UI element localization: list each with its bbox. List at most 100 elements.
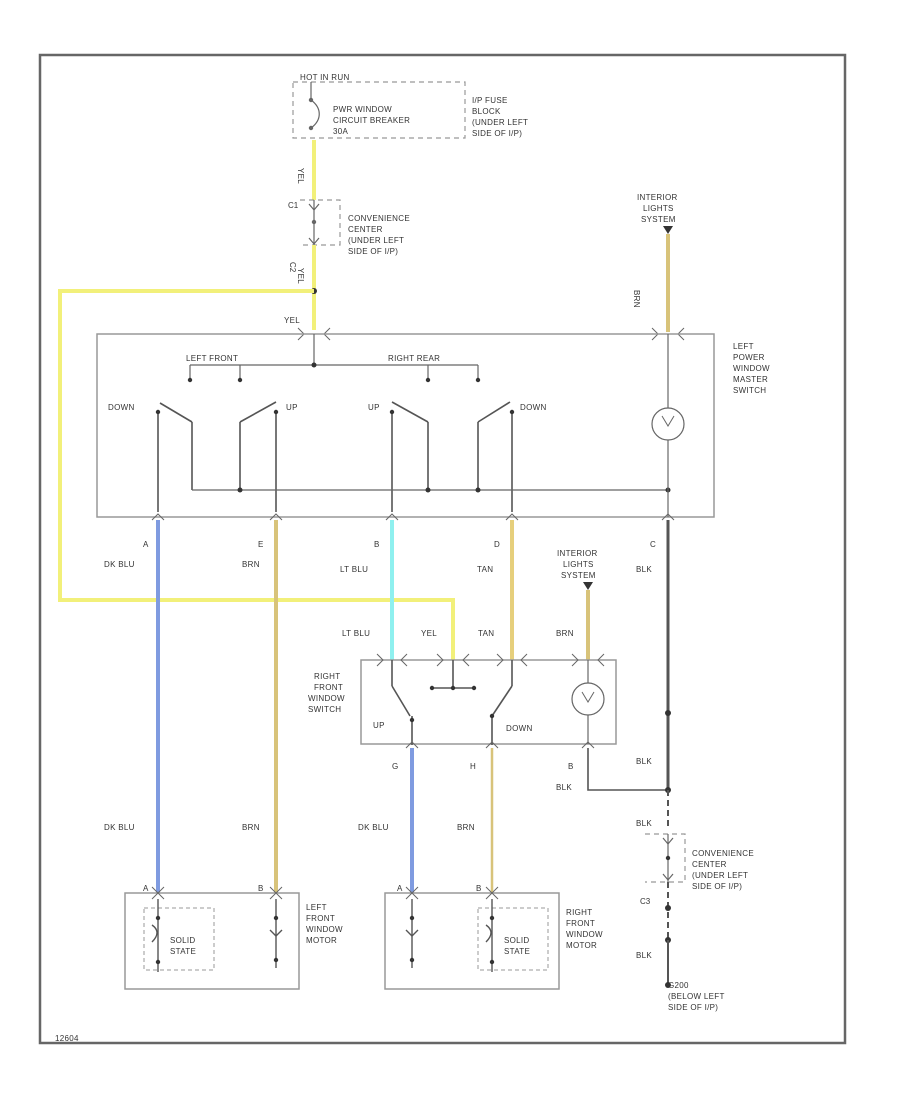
blk-r2-label: BLK — [636, 757, 652, 766]
blk-r4-label: BLK — [636, 951, 652, 960]
wire-brn-lower-label: BRN — [242, 823, 260, 832]
diagram-frame — [38, 53, 847, 1045]
g200-label-2: (BELOW LEFT — [668, 992, 725, 1001]
blk-wire-rs-b — [587, 748, 668, 791]
pin-d-label: D — [494, 540, 500, 549]
master-switch-pins — [151, 513, 675, 521]
conv-bot-label-1: CONVENIENCE — [692, 849, 754, 858]
lfm-label-2: FRONT — [306, 914, 335, 923]
pin-a-label: A — [143, 540, 149, 549]
rfm-solid-label-2: STATE — [504, 947, 530, 956]
rfm-b-label: B — [476, 884, 481, 893]
lfm-solid-label-1: SOLID — [170, 936, 196, 945]
lfm-a-label: A — [143, 884, 149, 893]
pin-rs-g-label: G — [392, 762, 398, 771]
wire-brn-label: BRN — [242, 560, 260, 569]
conv-bot-label-3: (UNDER LEFT — [692, 871, 748, 880]
conv-top-label-4: SIDE OF I/P) — [348, 247, 398, 256]
circuit-breaker-label-2: CIRCUIT BREAKER — [333, 116, 410, 125]
rs-yel-label: YEL — [421, 629, 437, 638]
rfws-label-2: FRONT — [314, 683, 343, 692]
conv-top-label-2: CENTER — [348, 225, 383, 234]
lpwms-label-5: SWITCH — [733, 386, 766, 395]
ils-top-label-3: SYSTEM — [641, 215, 676, 224]
rfws-label-4: SWITCH — [308, 705, 341, 714]
rfws-label-3: WINDOW — [308, 694, 345, 703]
conv-c3-label: C3 — [640, 897, 651, 906]
wire-tan-label: TAN — [477, 565, 493, 574]
wire-brn-lower2-label: BRN — [457, 823, 475, 832]
corner-code: 12604 — [55, 1034, 79, 1043]
brn-top-label: BRN — [632, 290, 641, 308]
switch-up-right-label: UP — [368, 403, 380, 412]
yel-top-label: YEL — [296, 168, 305, 184]
right-rear-label: RIGHT REAR — [388, 354, 440, 363]
master-switch-box — [96, 333, 715, 518]
left-motor-box — [124, 892, 300, 990]
lpwms-label-1: LEFT — [733, 342, 754, 351]
switch-down-left-label: DOWN — [108, 403, 135, 412]
circuit-breaker-label-3: 30A — [333, 127, 348, 136]
ils-mid-label-3: SYSTEM — [561, 571, 596, 580]
right-motor-solid-state-box — [477, 907, 549, 971]
conv-c1-label: C1 — [288, 201, 299, 210]
conv-top-label-1: CONVENIENCE — [348, 214, 410, 223]
pin-rs-b-label: B — [568, 762, 573, 771]
conv-c2-label: C2 — [288, 262, 297, 273]
pin-rs-h-label: H — [470, 762, 476, 771]
rfm-a-label: A — [397, 884, 403, 893]
rfm-label-3: WINDOW — [566, 930, 603, 939]
ils-top-label-1: INTERIOR — [637, 193, 678, 202]
lfm-label-1: LEFT — [306, 903, 327, 912]
g200-label-1: G200 — [668, 981, 689, 990]
lfm-b-label: B — [258, 884, 263, 893]
conv-bot-label-4: SIDE OF I/P) — [692, 882, 742, 891]
rfm-label-2: FRONT — [566, 919, 595, 928]
rfm-label-1: RIGHT — [566, 908, 592, 917]
lfm-solid-label-2: STATE — [170, 947, 196, 956]
right-switch-lamp-icon — [571, 682, 605, 716]
pin-e-label: E — [258, 540, 263, 549]
right-switch-bottom-pins — [405, 741, 595, 749]
hot-in-run-label: HOT IN RUN — [300, 73, 350, 82]
right-switch-box — [360, 659, 617, 745]
yel-mid-label: YEL — [296, 268, 305, 284]
right-switch-top-pins — [376, 653, 605, 667]
ils-top-label-2: LIGHTS — [643, 204, 674, 213]
rfm-solid-label-1: SOLID — [504, 936, 530, 945]
master-switch-lamp-icon — [651, 407, 685, 441]
g200-label-3: SIDE OF I/P) — [668, 1003, 718, 1012]
wire-dk-blu-lower2-label: DK BLU — [358, 823, 389, 832]
pin-b-label: B — [374, 540, 379, 549]
rs-lt-blu-label: LT BLU — [342, 629, 370, 638]
lpwms-label-3: WINDOW — [733, 364, 770, 373]
ip-fuse-label-1: I/P FUSE — [472, 96, 508, 105]
ip-fuse-label-2: BLOCK — [472, 107, 501, 116]
rs-brn-label: BRN — [556, 629, 574, 638]
conv-bot-label-2: CENTER — [692, 860, 727, 869]
rs-up-label: UP — [373, 721, 385, 730]
right-motor-pins — [405, 886, 499, 900]
right-motor-box — [384, 892, 560, 990]
conv-top-label-3: (UNDER LEFT — [348, 236, 404, 245]
rs-tan-label: TAN — [478, 629, 494, 638]
ils-mid-label-2: LIGHTS — [563, 560, 594, 569]
convenience-center-top — [300, 199, 341, 246]
circuit-breaker-label-1: PWR WINDOW — [333, 105, 392, 114]
blk-r1-label: BLK — [556, 783, 572, 792]
convenience-center-bottom — [645, 833, 686, 883]
rs-down-label: DOWN — [506, 724, 533, 733]
wire-dk-blu-label: DK BLU — [104, 560, 135, 569]
left-motor-pins — [151, 886, 283, 900]
left-motor-solid-state-box — [143, 907, 215, 971]
master-switch-contacts — [157, 401, 513, 512]
right-switch-contacts — [391, 660, 513, 745]
rfm-label-4: MOTOR — [566, 941, 597, 950]
fuse-block — [292, 81, 466, 139]
switch-down-right-label: DOWN — [520, 403, 547, 412]
ip-fuse-label-3: (UNDER LEFT — [472, 118, 528, 127]
switch-up-left-label: UP — [286, 403, 298, 412]
ground-icon — [665, 982, 671, 988]
rfws-label-1: RIGHT — [314, 672, 340, 681]
